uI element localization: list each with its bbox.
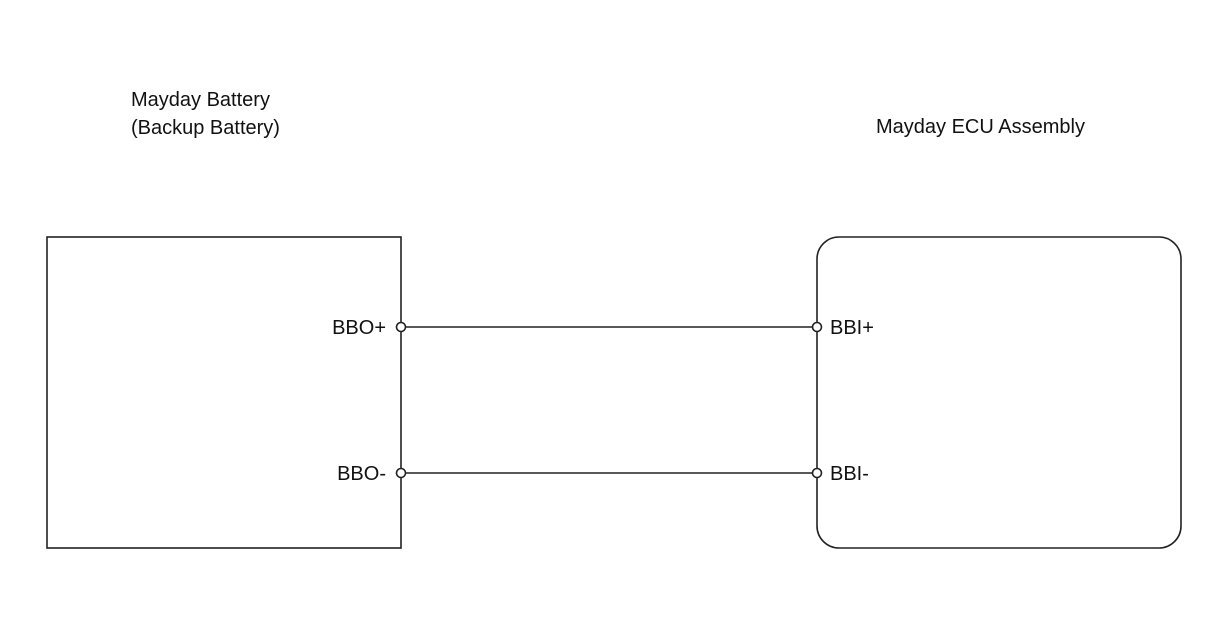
bbo-plus-label: BBO+: [332, 317, 386, 339]
bbi-minus-label: BBI-: [830, 463, 869, 485]
battery-title-line2: (Backup Battery): [131, 117, 280, 139]
bbi-plus-label: BBI+: [830, 317, 874, 339]
bbo-plus-terminal: [395, 321, 407, 333]
bbo-minus-label: BBO-: [337, 463, 386, 485]
ecu-box: [816, 236, 1182, 549]
bbi-minus-terminal: [811, 467, 823, 479]
ecu-title: Mayday ECU Assembly: [876, 116, 1085, 138]
battery-title-line1: Mayday Battery: [131, 89, 270, 111]
battery-box: [46, 236, 402, 549]
bbi-plus-terminal: [811, 321, 823, 333]
bbo-minus-terminal: [395, 467, 407, 479]
